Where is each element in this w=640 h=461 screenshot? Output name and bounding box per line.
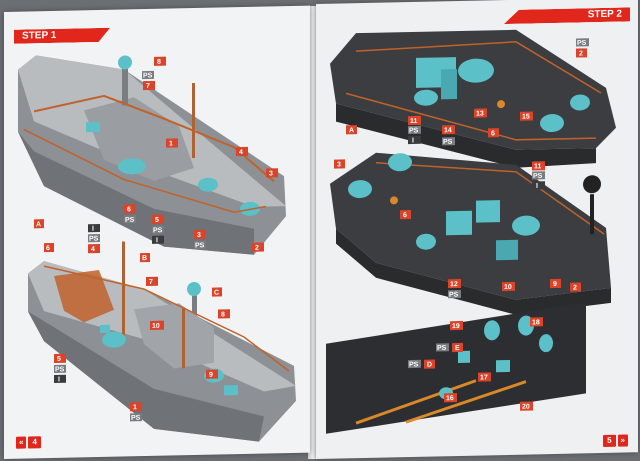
callout-label: 6	[491, 130, 495, 137]
callout-label: 12	[450, 281, 458, 288]
callouts-bottom-boat: A 6 I PS 4 B 7 C 8 10 9 5 PS I 1 PS	[34, 219, 230, 422]
page-number: 5	[603, 434, 616, 447]
callout-label: 6	[127, 206, 131, 213]
callout-label: PS	[55, 366, 65, 373]
callout-label: 16	[446, 395, 454, 402]
callout-label: 10	[152, 323, 160, 330]
step-1-illustration: 8 PS 7 1 4 3 6 PS 5 PS I 3 PS 2 A 6 I PS	[18, 55, 296, 442]
callouts-deck-1: PS 2 11 PS I 14 PS 13 6 15 11 PS I	[408, 38, 589, 190]
callout-label: 5	[57, 356, 61, 363]
callout-label: 9	[209, 372, 213, 379]
callout-label: PS	[577, 40, 587, 47]
callout-label: PS	[533, 173, 543, 180]
booklet-fold	[308, 6, 318, 459]
boat-top-view-1	[18, 55, 286, 255]
chevrons-right-icon: »	[617, 434, 628, 447]
callout-label: 19	[452, 323, 460, 330]
callout-label: C	[214, 289, 219, 296]
callout-label: PS	[125, 217, 135, 224]
callout-label: 11	[534, 163, 542, 170]
callout-label: 2	[573, 285, 577, 292]
callout-label: 2	[579, 50, 583, 57]
page-nav-left[interactable]: « 4	[16, 436, 41, 449]
callout-label: I	[58, 376, 60, 383]
callout-label: PS	[437, 345, 447, 352]
callout-label: 17	[480, 374, 488, 381]
callout-label: 15	[522, 114, 530, 121]
callout-label: I	[92, 226, 94, 233]
callout-label: 3	[337, 161, 341, 168]
page-nav-right[interactable]: 5 »	[603, 434, 628, 447]
callouts-detail: 19 18 PS E PS D 17 16 20	[408, 317, 543, 411]
left-page: STEP 1	[4, 5, 310, 460]
callout-label: I	[412, 137, 414, 144]
callouts-top-boat: 8 PS 7 1 4 3 6 PS 5 PS I 3 PS 2	[124, 56, 278, 252]
callout-label: I	[156, 237, 158, 244]
callout-label: 18	[532, 319, 540, 326]
callout-label: PS	[153, 227, 163, 234]
callout-label: D	[427, 362, 432, 369]
callout-label: E	[455, 345, 460, 352]
callout-label: B	[142, 255, 147, 262]
callout-label: PS	[409, 127, 419, 134]
callout-label: 10	[504, 284, 512, 291]
callout-label: 14	[444, 127, 452, 134]
deck-view-2	[330, 152, 611, 315]
callout-label: 13	[476, 110, 484, 117]
callout-label: I	[536, 183, 538, 190]
callout-label: PS	[449, 292, 459, 299]
boat-top-view-2	[28, 241, 296, 442]
callout-label: 3	[269, 170, 273, 177]
callouts-deck-2: A 3 6 12 PS 10 9 2	[334, 125, 581, 299]
callout-label: 7	[149, 279, 153, 286]
chevrons-left-icon: «	[16, 436, 27, 449]
right-page: STEP 2	[316, 0, 638, 459]
detail-inset	[326, 302, 586, 434]
callout-label: 1	[133, 404, 137, 411]
callout-label: 9	[553, 281, 557, 288]
callout-label: 4	[91, 246, 95, 253]
callout-label: 3	[197, 232, 201, 239]
deck-view-1	[330, 29, 616, 168]
callout-label: 6	[403, 212, 407, 219]
callout-label: 8	[221, 311, 225, 318]
callout-label: 8	[157, 59, 161, 66]
callout-label: A	[36, 221, 41, 228]
callout-label: 1	[169, 140, 173, 147]
callout-label: PS	[89, 236, 99, 243]
callout-label: 2	[255, 245, 259, 252]
callout-label: PS	[131, 415, 141, 422]
callout-label: PS	[195, 242, 205, 249]
callout-label: 11	[410, 118, 418, 125]
callout-label: 6	[46, 245, 50, 252]
page-number: 4	[28, 436, 41, 449]
callout-label: PS	[443, 139, 453, 146]
callout-label: 20	[522, 404, 530, 411]
step-2-illustration: PS 2 11 PS I 14 PS 13 6 15 11 PS I A 3 6…	[326, 29, 616, 434]
callout-label: PS	[409, 361, 419, 368]
callout-label: 5	[155, 217, 159, 224]
callout-label: 7	[146, 83, 150, 90]
callout-label: 4	[239, 149, 243, 156]
callout-label: A	[349, 127, 354, 134]
callout-label: PS	[143, 72, 153, 79]
